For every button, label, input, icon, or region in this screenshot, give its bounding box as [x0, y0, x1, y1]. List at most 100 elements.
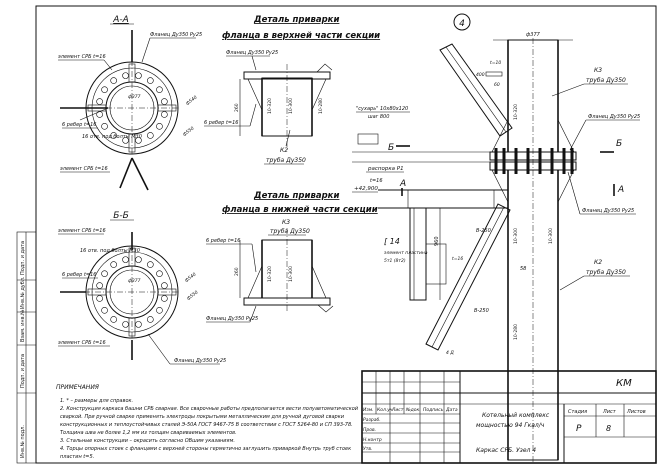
lower-dim260: 260	[234, 267, 240, 276]
a-label-left: А	[399, 179, 406, 189]
node-number: 4	[459, 19, 465, 29]
bolt-hole	[110, 261, 117, 268]
stamp-title: Каркас СРБ. Узел 4	[476, 447, 536, 454]
main-flange-top: Фланец Ду350 Ру25	[588, 114, 640, 120]
main-dim4l: 4 Д	[446, 350, 454, 356]
main-dim320: 10-320	[513, 104, 519, 120]
bolt-hole	[110, 316, 117, 323]
side-stamp-3: Взам. инв.№	[20, 309, 26, 342]
bolt-hole	[161, 111, 168, 118]
bolt-hole	[122, 256, 129, 263]
bolt-hole	[135, 321, 142, 328]
bolt-hole	[122, 137, 129, 144]
bb-holes: 16 отв. под болты М30	[80, 248, 140, 254]
a-label-right: А	[617, 185, 624, 195]
main-spacer: распорка Р1	[367, 166, 404, 172]
main-dim-t10: t=10	[490, 60, 501, 66]
bolt-hole	[156, 123, 163, 130]
stamp-r2: Пров.	[363, 427, 376, 433]
main-cap2: шаг 800	[368, 114, 389, 120]
lower-rib: 6 ребер t=16	[206, 238, 240, 244]
bolt-hole	[110, 132, 117, 139]
main-dim-b250b: В-250	[474, 308, 489, 314]
main-pipe-top: труба Ду350	[586, 77, 626, 84]
upper-dim260: 260	[234, 103, 240, 112]
stamp-h-podp: Подпись	[423, 407, 444, 413]
stamp-r1: Разраб.	[363, 417, 381, 423]
bolt-hole	[122, 321, 129, 328]
main-t16: t=16	[452, 256, 463, 262]
stamp-r4: Утв.	[363, 446, 372, 452]
main-dim60: 60	[494, 82, 500, 88]
bolt-hole	[161, 282, 168, 289]
bolt-hole	[147, 316, 154, 323]
main-dim960: 960	[434, 236, 440, 246]
bolt-hole	[147, 261, 154, 268]
stamp-sheet-h: Лист	[602, 409, 617, 415]
main-dim58: 58	[520, 266, 526, 272]
upper-dim1: 10-320	[267, 98, 273, 114]
aa-rib-label: 6 ребер t=16	[62, 122, 96, 128]
bolt-hole	[135, 137, 142, 144]
flange-bolt	[570, 148, 574, 174]
lower-k3: К3	[282, 219, 290, 226]
stamp-st-h: Стадия	[568, 409, 587, 415]
bolt-hole	[101, 270, 108, 277]
note-5: Толщина шва не более 1,2 мм из толщин св…	[60, 430, 237, 436]
bolt-hole	[96, 295, 103, 302]
main-spacer-size: t=16	[370, 178, 383, 184]
main-node-view: 4 ф377 400 60	[352, 13, 640, 462]
bolt-hole	[156, 86, 163, 93]
bb-d540: ф540	[184, 272, 198, 284]
bolt-hole	[101, 307, 108, 314]
section-bb-title: Б-Б	[113, 211, 129, 221]
main-dim280: 10-280	[513, 324, 519, 340]
bb-element-top: элемент СРБ t=16	[58, 228, 106, 234]
bb-d377: ф377	[128, 278, 141, 284]
aa-d377: ф377	[128, 94, 141, 100]
note-1: 1. * – размеры для справок.	[60, 398, 133, 404]
bolt-hole	[135, 72, 142, 79]
lower-dim1: 10-320	[267, 266, 273, 282]
stamp-h-dok: №док.	[405, 407, 421, 413]
title-stamp: КМ Изм. Кол.уч Лист №док. Подпись Дата Р…	[361, 370, 657, 464]
stamp-object2: мощностью 94 Гкал/ч	[476, 422, 545, 429]
side-stamp: Подп. и дата Инв.№ дубл. Взам. инв.№ Под…	[16, 231, 37, 464]
flange-bolt	[514, 148, 518, 174]
aa-element2-label: элемент СРБ t=16	[60, 166, 108, 172]
side-stamp-5: Инв.№ подл.	[20, 425, 26, 458]
bolt-hole	[96, 98, 103, 105]
bb-d550: ф550	[186, 290, 200, 302]
detail-upper-line2: фланца в верхней части секции	[222, 31, 380, 41]
detail-upper: Деталь приварки фланца в верхней части с…	[204, 15, 380, 165]
bolt-hole	[147, 77, 154, 84]
notes: ПРИМЕЧАНИЯ 1. * – размеры для справок. 2…	[56, 384, 359, 460]
note-4: конструкционных и теплоустойчивых сталей…	[60, 422, 353, 428]
notes-heading: ПРИМЕЧАНИЯ	[56, 384, 99, 391]
main-pipe-bot: труба Ду350	[586, 269, 626, 276]
main-dim340: 10-300	[548, 228, 554, 244]
detail-lower: Деталь приварки фланца в нижней части се…	[206, 191, 378, 323]
stamp-h-kol: Кол.уч	[377, 407, 393, 413]
section-aa-title: А-А	[112, 15, 129, 25]
stamp-r3: Н.контр	[363, 437, 382, 443]
stamp-sheet: 8	[606, 424, 611, 433]
stamp-h-data: Дата	[445, 407, 458, 413]
stamp-sheets-h: Листов	[626, 409, 646, 415]
section-aa: А-А элемент СРБ t=16 Фланец Ду350 Ру25 6…	[58, 15, 202, 191]
section-bb: Б-Б элемент СРБ t=16 16 отв. под болты М…	[58, 211, 226, 365]
note-6: 3. Стальные конструкции – окрасить согла…	[60, 438, 235, 444]
main-plate2: 5т1 (8т2)	[384, 258, 406, 264]
flange-bolt	[494, 148, 498, 174]
main-cap: "сухарь" 10х80х120	[356, 106, 408, 112]
side-stamp-1: Подп. и дата	[20, 241, 26, 275]
side-stamp-2: Инв.№ дубл.	[20, 276, 26, 309]
main-dim400: 400	[476, 72, 485, 78]
detail-lower-line2: фланца в нижней части секции	[222, 205, 378, 215]
note-2: 2. Конструкция каркаса башни СРБ сварная…	[60, 406, 359, 412]
upper-rib: 6 ребер t=16	[204, 120, 238, 126]
bolt-hole	[156, 270, 163, 277]
stamp-h-list: Лист	[391, 407, 404, 413]
aa-holes-label: 16 отв. под болты М30	[82, 134, 142, 140]
bolt-hole	[161, 98, 168, 105]
